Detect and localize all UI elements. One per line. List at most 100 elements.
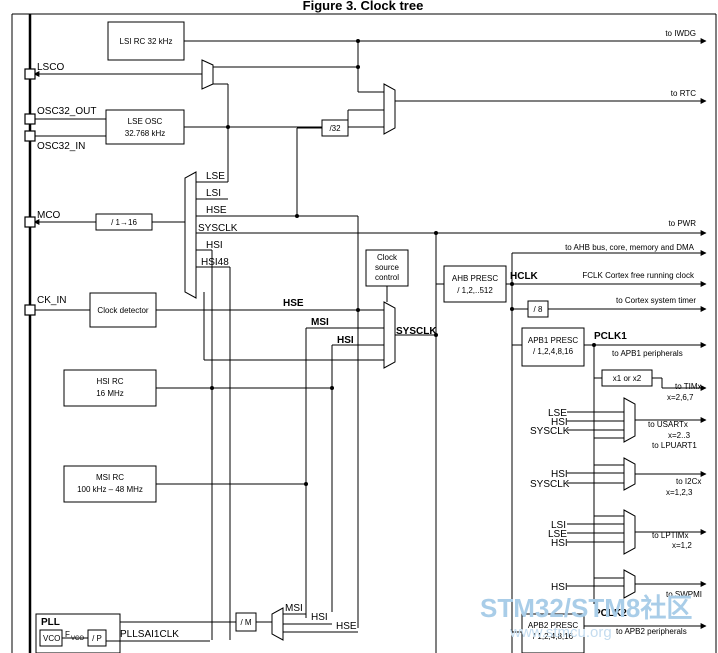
- i2c-mux: [623, 457, 636, 491]
- apb2-presc-block: [521, 613, 585, 653]
- mco-pin: [24, 216, 36, 228]
- out-apb2: to APB2 peripherals: [616, 627, 687, 636]
- out-timx-1: to TIMx: [675, 382, 702, 391]
- ahb-presc-label-2: / 1,2,..512: [457, 286, 493, 295]
- usart-in-sysclk: SYSCLK: [530, 426, 570, 437]
- pin-osc32-out: OSC32_OUT: [37, 106, 96, 117]
- csc-label-2: source: [375, 263, 400, 272]
- sysclk-in-hse: HSE: [283, 298, 304, 309]
- out-ahb: to AHB bus, core, memory and DMA: [565, 243, 695, 252]
- lptim-in-lsi: LSI: [551, 520, 566, 531]
- sysclk-out-label: SYSCLK: [396, 326, 437, 337]
- sysclk-mux: [383, 301, 396, 369]
- rtc-mux: [383, 83, 396, 135]
- vco-label: VCO: [43, 634, 60, 643]
- pin-osc32-in: OSC32_IN: [37, 141, 85, 152]
- hsi-rc-label-2: 16 MHz: [96, 389, 124, 398]
- ahb-presc-label-1: AHB PRESC: [452, 274, 498, 283]
- out-apb1: to APB1 peripherals: [612, 349, 683, 358]
- junction: [434, 333, 438, 337]
- lse-osc-block: [105, 109, 185, 145]
- osc32-in-pin: [24, 130, 36, 142]
- out-i2cx-2: x=1,2,3: [666, 488, 693, 497]
- junction: [330, 386, 334, 390]
- junction: [434, 231, 438, 235]
- mco-in-lse: LSE: [206, 171, 225, 182]
- out-fclk: FCLK Cortex free running clock: [582, 271, 695, 280]
- div8-label: / 8: [534, 305, 543, 314]
- msi-rc-block: [63, 465, 157, 503]
- fvco-label: F: [65, 630, 70, 639]
- mco-in-hse: HSE: [206, 205, 227, 216]
- lse-osc-label-2: 32.768 kHz: [125, 129, 165, 138]
- ahb-presc-block: [443, 265, 507, 303]
- swpmi-mux: [623, 569, 636, 599]
- watermark-brand: STM32/STM8社区: [480, 593, 692, 623]
- pll-in-hsi: HSI: [311, 612, 328, 623]
- div-p-block: [87, 629, 107, 647]
- out-pwr: to PWR: [668, 219, 696, 228]
- out-lptimx-1: to LPTIMx: [652, 531, 688, 540]
- pllsai1clk-label: PLLSAI1CLK: [120, 629, 179, 640]
- pin-ck-in: CK_IN: [37, 295, 66, 306]
- usart-in-hsi: HSI: [551, 417, 568, 428]
- csc-label-3: control: [375, 273, 399, 282]
- figure-title: Figure 3. Clock tree: [303, 0, 424, 13]
- sysclk-in-msi: MSI: [311, 317, 329, 328]
- out-rtc: to RTC: [671, 89, 696, 98]
- lse-osc-label-1: LSE OSC: [128, 117, 163, 126]
- out-lptimx-2: x=1,2: [672, 541, 692, 550]
- csc-label-1: Clock: [377, 253, 398, 262]
- junction: [210, 386, 214, 390]
- lptim-in-hsi: HSI: [551, 538, 568, 549]
- junction: [592, 343, 596, 347]
- out-i2cx-1: to I2Cx: [676, 477, 701, 486]
- lptim-mux: [623, 509, 636, 555]
- pclk2-label: PCLK2: [594, 608, 627, 619]
- clock-detector-block: [89, 292, 157, 328]
- out-lpuart1: to LPUART1: [652, 441, 697, 450]
- apb1-presc-block: [521, 327, 585, 367]
- div32-label: /32: [329, 124, 341, 133]
- junction: [304, 482, 308, 486]
- mco-in-sysclk: SYSCLK: [198, 223, 238, 234]
- i2c-in-sysclk: SYSCLK: [530, 479, 570, 490]
- out-usartx-1: to USARTx: [648, 420, 688, 429]
- out-swpmi: to SWPMI: [666, 590, 702, 599]
- lsi-rc-block: [107, 21, 185, 61]
- x1-or-x2-label: x1 or x2: [613, 374, 642, 383]
- watermark-site: www.stmcu.org: [509, 624, 612, 641]
- hsi-rc-label-1: HSI RC: [96, 377, 123, 386]
- pll-in-msi: MSI: [285, 603, 303, 614]
- apb1-presc-label-2: / 1,2,4,8,16: [533, 347, 574, 356]
- i2c-in-hsi: HSI: [551, 469, 568, 480]
- pll-src-mux: [271, 607, 284, 641]
- pll-in-hse: HSE: [336, 621, 357, 632]
- clock-detector-label: Clock detector: [97, 306, 148, 315]
- mco-in-hsi: HSI: [206, 240, 223, 251]
- msi-rc-label-1: MSI RC: [96, 473, 124, 482]
- pin-lsco: LSCO: [37, 62, 64, 73]
- hsi-rc-block: [63, 369, 157, 407]
- mco-in-lsi: LSI: [206, 188, 221, 199]
- lsco-pin: [24, 68, 36, 80]
- mco-mux: [184, 171, 197, 299]
- msi-rc-label-2: 100 kHz – 48 MHz: [77, 485, 143, 494]
- out-systimer: to Cortex system timer: [616, 296, 696, 305]
- usart-mux: [623, 397, 636, 443]
- pclk1-label: PCLK1: [594, 331, 627, 342]
- swpmi-in-hsi: HSI: [551, 582, 568, 593]
- pll-label: PLL: [41, 617, 60, 628]
- mco-div-label: / 1→16: [111, 218, 137, 227]
- out-iwdg: to IWDG: [665, 29, 696, 38]
- apb1-presc-label-1: APB1 PRESC: [528, 336, 578, 345]
- apb2-presc-label-1: APB2 PRESC: [528, 621, 578, 630]
- hclk-label: HCLK: [510, 271, 539, 282]
- out-usartx-2: x=2..3: [668, 431, 691, 440]
- junction: [510, 282, 514, 286]
- usart-in-lse: LSE: [548, 408, 567, 419]
- osc32-out-pin: [24, 113, 36, 125]
- junction: [510, 307, 514, 311]
- lsi-rc-label: LSI RC 32 kHz: [120, 37, 173, 46]
